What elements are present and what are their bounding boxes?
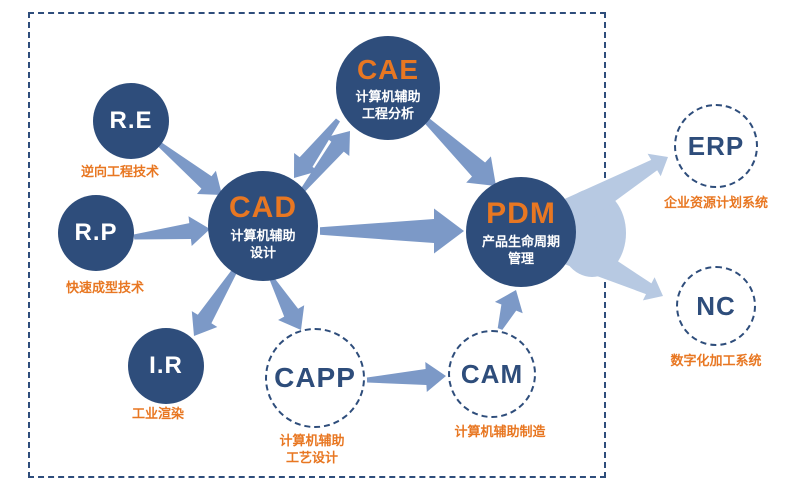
- arrow-cad-to-ir: [191, 265, 240, 336]
- node-cae-abbr: CAE: [356, 54, 420, 85]
- node-capp-abbr: CAPP: [274, 362, 356, 393]
- arrow-cam-to-pdm: [494, 290, 523, 330]
- node-rp-label: 快速成型技术: [65, 280, 144, 295]
- arrow-cad-to-pdm: [320, 208, 464, 254]
- arrow-cae-to-cad: [294, 118, 340, 178]
- node-cad: CAD 计算机辅助 设计: [208, 171, 318, 281]
- node-pdm: PDM 产品生命周期 管理: [466, 177, 576, 287]
- node-re-label: 逆向工程技术: [80, 164, 159, 179]
- node-cae: CAE 计算机辅助 工程分析: [336, 36, 440, 140]
- arrow-cae-to-pdm: [421, 115, 496, 186]
- node-cae-line2: 工程分析: [361, 106, 414, 121]
- node-cad-line1: 计算机辅助: [230, 228, 296, 243]
- node-rp: R.P: [58, 195, 134, 271]
- arrow-rp-to-cad: [133, 216, 210, 246]
- node-ir-label: 工业渲染: [131, 406, 184, 421]
- node-cam-abbr: CAM: [460, 358, 524, 389]
- node-nc-abbr: NC: [696, 290, 736, 321]
- node-capp-label: 计算机辅助 工艺设计: [242, 432, 382, 466]
- node-capp: CAPP: [265, 328, 365, 428]
- node-pdm-line1: 产品生命周期: [481, 234, 560, 249]
- node-re-abbr: R.E: [109, 107, 153, 134]
- arrow-capp-to-cam: [366, 362, 446, 392]
- node-cam: CAM: [448, 330, 536, 418]
- node-pdm-line2: 管理: [507, 251, 534, 266]
- node-cae-line1: 计算机辅助: [355, 89, 421, 104]
- arrow-re-to-cad: [156, 141, 222, 195]
- node-ir: I.R: [128, 328, 204, 404]
- node-cam-label: 计算机辅助制造: [454, 424, 546, 439]
- arrow-pdm-to-erp: [563, 153, 668, 227]
- node-nc: NC: [676, 266, 756, 346]
- node-ir-abbr: I.R: [149, 352, 183, 379]
- node-pdm-abbr: PDM: [486, 197, 556, 230]
- node-erp: ERP: [674, 104, 758, 188]
- node-nc-label: 数字化加工系统: [670, 353, 762, 368]
- node-re: R.E: [93, 83, 169, 159]
- arrow-cad-to-capp: [269, 277, 305, 330]
- arrow-cad-to-cae: [301, 131, 350, 192]
- node-erp-label: 企业资源计划系统: [663, 195, 768, 210]
- node-rp-abbr: R.P: [74, 219, 118, 246]
- node-cad-abbr: CAD: [229, 191, 297, 224]
- arrow-pdm-to-nc: [564, 235, 663, 301]
- node-erp-abbr: ERP: [687, 130, 745, 161]
- node-capp-label-line2: 工艺设计: [285, 450, 338, 465]
- node-cad-line2: 设计: [249, 245, 276, 260]
- node-capp-label-line1: 计算机辅助: [279, 433, 345, 448]
